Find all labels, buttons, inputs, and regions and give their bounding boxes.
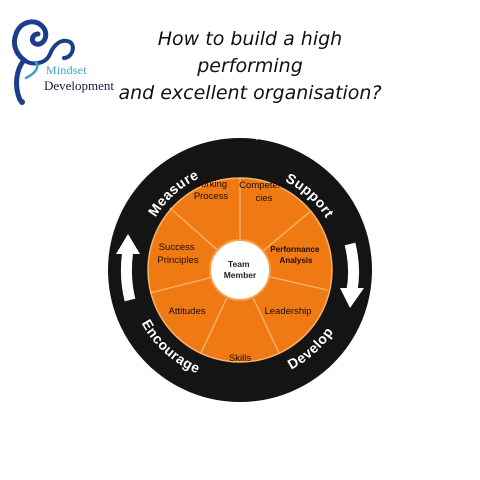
- logo-text-mindset: Mindset: [46, 63, 87, 77]
- segment-performance-analysis: Performance Analysis: [270, 245, 321, 265]
- segment-competencies: Competen- cies: [239, 180, 289, 204]
- mindset-swirl-icon: [11, 19, 75, 105]
- segment-attitudes: Attitudes: [169, 306, 206, 317]
- segment-leadership: Leadership: [264, 306, 311, 317]
- arrow-top-icon: [216, 114, 276, 140]
- page-title: How to build a high performing and excel…: [110, 26, 390, 107]
- segment-skills: Skills: [229, 353, 251, 364]
- segment-success-principles: Success Principles: [157, 242, 198, 266]
- title-line-2: and excellent organisation?: [118, 82, 382, 104]
- arrow-left-icon: [116, 234, 140, 302]
- arrow-bottom-icon: [212, 402, 266, 426]
- center-label: Team Member: [224, 259, 257, 280]
- logo: Mindset Development: [6, 8, 116, 108]
- segment-working-process: Working Process: [192, 179, 229, 202]
- center-circle: [209, 239, 271, 301]
- logo-text-development: Development: [44, 78, 115, 93]
- arrow-right-icon: [340, 242, 364, 308]
- title-line-1: How to build a high performing: [157, 28, 343, 77]
